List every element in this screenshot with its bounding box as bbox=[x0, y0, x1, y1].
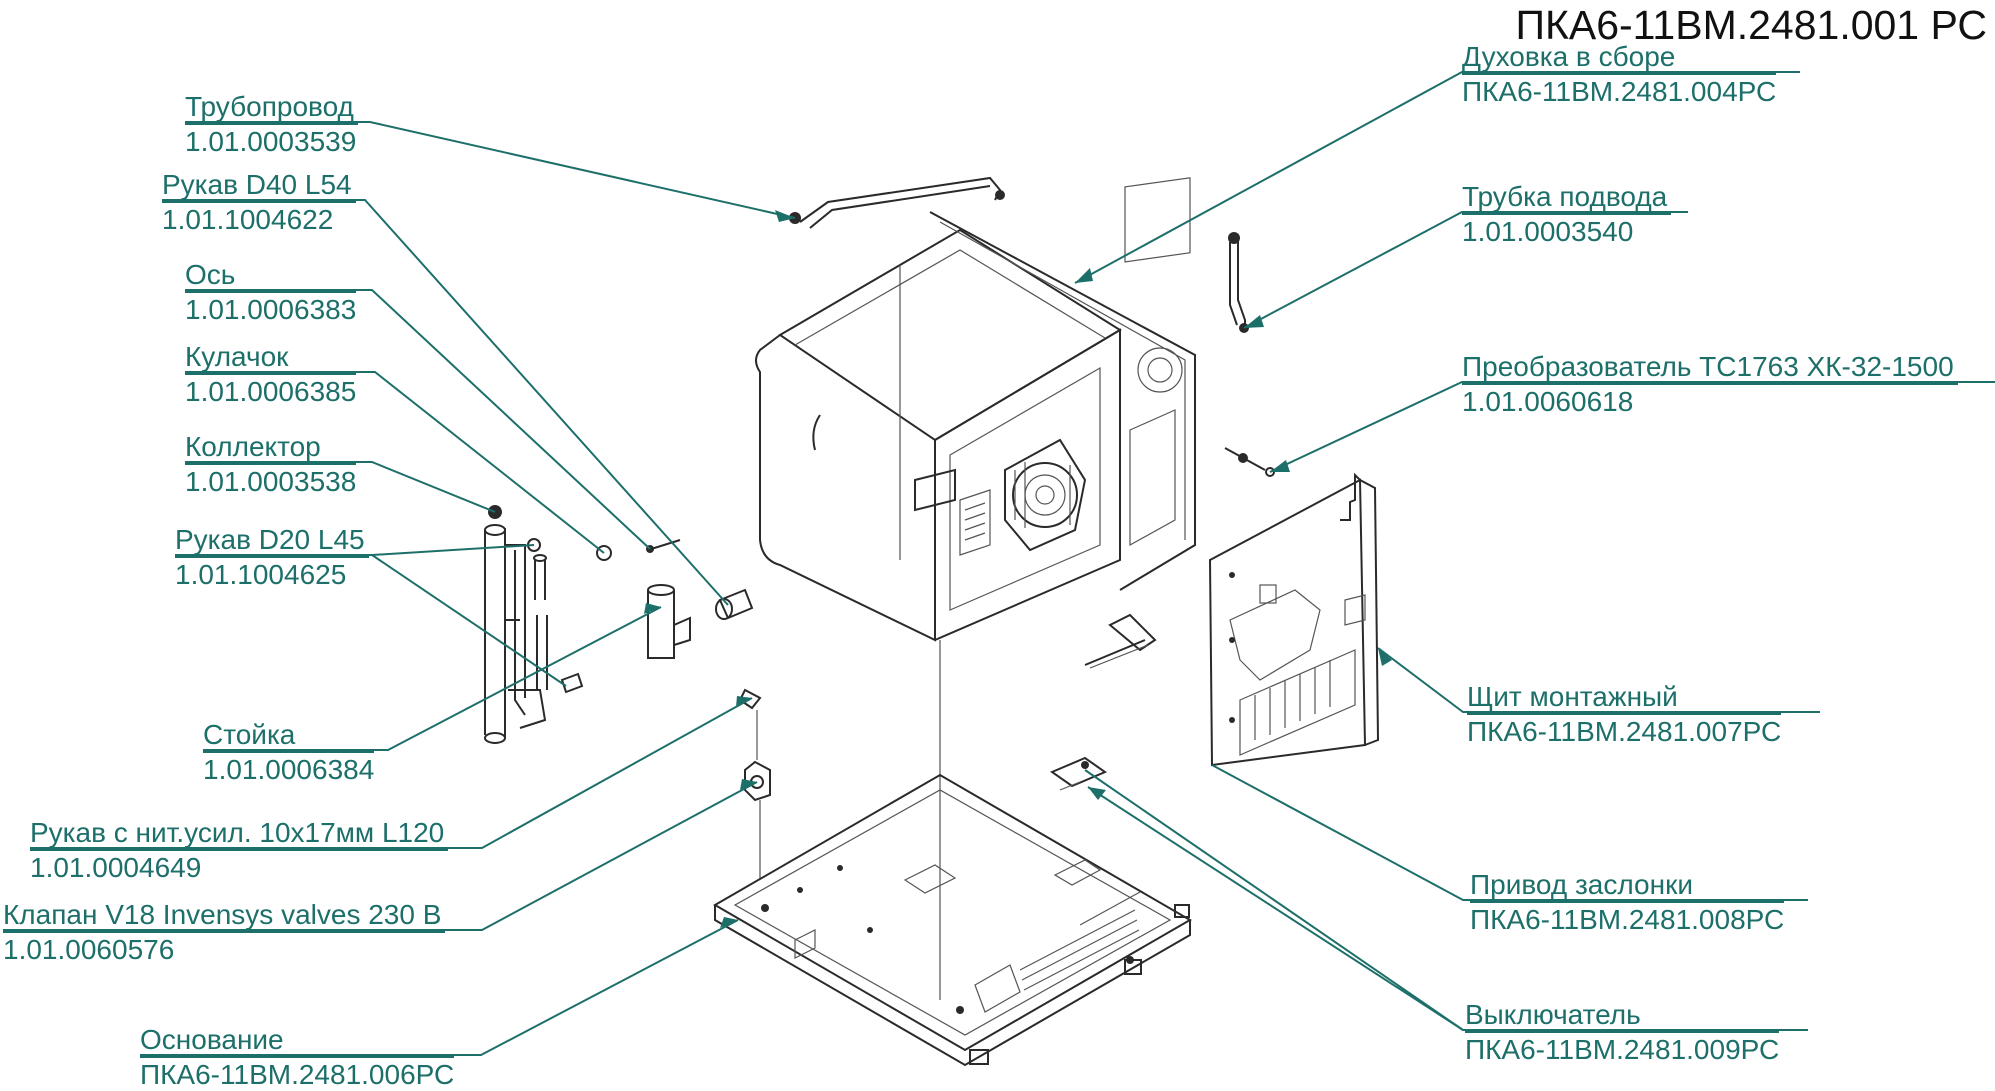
callout-supply-tube-name: Трубка подвода bbox=[1462, 180, 1672, 215]
callout-hose-d40-name: Рукав D40 L54 bbox=[162, 168, 356, 203]
callout-oven: Духовка в сборе ПКА6-11ВМ.2481.004РС bbox=[1462, 40, 1777, 108]
callout-pipeline: Трубопровод 1.01.0003539 bbox=[185, 90, 358, 158]
callout-switch-code: ПКА6-11ВМ.2481.009РС bbox=[1465, 1034, 1780, 1065]
callout-hose-d40: Рукав D40 L54 1.01.1004622 bbox=[162, 168, 356, 236]
converter-part bbox=[1224, 447, 1275, 477]
callout-valve-name: Клапан V18 Invensys valves 230 В bbox=[3, 898, 446, 933]
callout-base-code: ПКА6-11ВМ.2481.006РС bbox=[140, 1059, 455, 1090]
callout-supply-tube: Трубка подвода 1.01.0003540 bbox=[1462, 180, 1672, 248]
valve-part bbox=[744, 710, 771, 880]
callout-supply-tube-code: 1.01.0003540 bbox=[1462, 216, 1634, 247]
callout-hose-d40-code: 1.01.1004622 bbox=[162, 204, 334, 235]
document-title: ПКА6-11ВМ.2481.001 РС bbox=[1515, 2, 1988, 48]
damper-drive-part bbox=[1084, 613, 1157, 669]
callout-rack-name: Стойка bbox=[203, 718, 375, 753]
rack-part bbox=[533, 554, 548, 690]
callout-panel: Щит монтажный ПКА6-11ВМ.2481.007РС bbox=[1467, 680, 1782, 748]
callout-panel-name: Щит монтажный bbox=[1467, 680, 1782, 715]
callout-cam: Кулачок 1.01.0006385 bbox=[185, 340, 357, 408]
base-part bbox=[713, 773, 1192, 1067]
callout-damper-drive-code: ПКА6-11ВМ.2481.008РС bbox=[1470, 904, 1785, 935]
callout-base-name: Основание bbox=[140, 1023, 455, 1058]
hose-d20-part bbox=[560, 672, 584, 694]
callout-valve: Клапан V18 Invensys valves 230 В 1.01.00… bbox=[3, 898, 446, 966]
callout-cam-name: Кулачок bbox=[185, 340, 357, 375]
callout-pipeline-code: 1.01.0003539 bbox=[185, 126, 357, 157]
callout-switch: Выключатель ПКА6-11ВМ.2481.009РС bbox=[1465, 998, 1780, 1066]
callout-hose-d20: Рукав D20 L45 1.01.1004625 bbox=[175, 523, 369, 591]
callout-collector: Коллектор 1.01.0003538 bbox=[185, 430, 357, 498]
supply-tube-part bbox=[1228, 232, 1249, 333]
mounting-panel-part bbox=[1208, 472, 1380, 767]
callout-converter: Преобразователь ТС1763 ХК-32-1500 1.01.0… bbox=[1462, 350, 1958, 418]
callout-collector-code: 1.01.0003538 bbox=[185, 466, 357, 497]
callout-damper-drive: Привод заслонки ПКА6-11ВМ.2481.008РС bbox=[1470, 868, 1785, 936]
callout-hose-d20-name: Рукав D20 L45 bbox=[175, 523, 369, 558]
callout-axis-name: Ось bbox=[185, 258, 357, 293]
callout-converter-code: 1.01.0060618 bbox=[1462, 386, 1634, 417]
leader-lines bbox=[3, 71, 1995, 1056]
callout-rack-code: 1.01.0006384 bbox=[203, 754, 375, 785]
callout-axis-code: 1.01.0006383 bbox=[185, 294, 357, 325]
callout-collector-name: Коллектор bbox=[185, 430, 357, 465]
callout-hose-d20-code: 1.01.1004625 bbox=[175, 559, 347, 590]
pipeline-part bbox=[789, 176, 1005, 229]
callout-reinforced-hose-name: Рукав с нит.усил. 10х17мм L120 bbox=[30, 816, 449, 851]
callout-cam-code: 1.01.0006385 bbox=[185, 376, 357, 407]
callout-pipeline-name: Трубопровод bbox=[185, 90, 358, 125]
hose-d40-part bbox=[715, 588, 754, 620]
callout-rack: Стойка 1.01.0006384 bbox=[203, 718, 375, 786]
cam-part bbox=[596, 545, 612, 561]
tee-part bbox=[647, 584, 691, 659]
callout-switch-name: Выключатель bbox=[1465, 998, 1780, 1033]
callout-converter-name: Преобразователь ТС1763 ХК-32-1500 bbox=[1462, 350, 1958, 385]
callout-panel-code: ПКА6-11ВМ.2481.007РС bbox=[1467, 716, 1782, 747]
callout-oven-name: Духовка в сборе bbox=[1462, 40, 1777, 75]
callout-reinforced-hose-code: 1.01.0004649 bbox=[30, 852, 202, 883]
callout-axis: Ось 1.01.0006383 bbox=[185, 258, 357, 326]
callout-reinforced-hose: Рукав с нит.усил. 10х17мм L120 1.01.0004… bbox=[30, 816, 449, 884]
callout-base: Основание ПКА6-11ВМ.2481.006РС bbox=[140, 1023, 455, 1091]
callout-damper-drive-name: Привод заслонки bbox=[1470, 868, 1785, 903]
oven-assembly bbox=[755, 177, 1196, 1000]
callout-valve-code: 1.01.0060576 bbox=[3, 934, 175, 965]
switch-part bbox=[1049, 756, 1108, 791]
callout-oven-code: ПКА6-11ВМ.2481.004РС bbox=[1462, 76, 1777, 107]
